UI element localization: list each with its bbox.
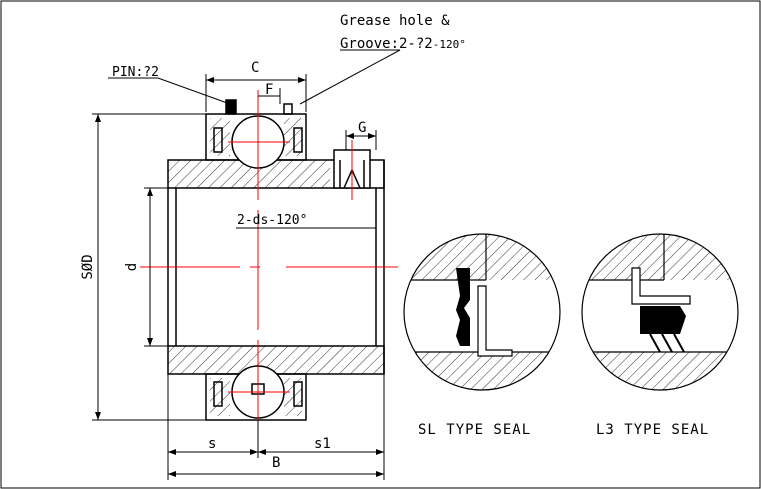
center-lines: [140, 90, 398, 445]
dim-f-label: F: [265, 82, 273, 98]
l3-seal-detail: [581, 233, 739, 391]
sl-seal-label: SL TYPE SEAL: [418, 422, 531, 438]
groove-label: Groove:2-?2-120°: [340, 36, 466, 52]
ds-label: 2-ds-120°: [237, 213, 307, 228]
dim-c-label: C: [251, 60, 259, 76]
groove-label-suffix: -120°: [433, 38, 466, 51]
l3-seal-label: L3 TYPE SEAL: [596, 422, 709, 438]
dim-s-label: s: [208, 436, 216, 452]
grease-hole-label: Grease hole &: [340, 13, 450, 29]
sl-seal-detail: [403, 233, 561, 391]
dim-sod-label: SØD: [80, 254, 96, 279]
dim-b-label: B: [272, 455, 280, 471]
arrowheads: [95, 77, 384, 477]
pin-label: PIN:?2: [112, 65, 159, 80]
dim-s1-label: s1: [314, 436, 331, 452]
outer-ring-top: [205, 113, 307, 161]
dim-g-label: G: [358, 120, 366, 136]
dim-d-label: d: [124, 263, 140, 271]
groove-label-prefix: Groove:2-?2: [340, 36, 433, 52]
